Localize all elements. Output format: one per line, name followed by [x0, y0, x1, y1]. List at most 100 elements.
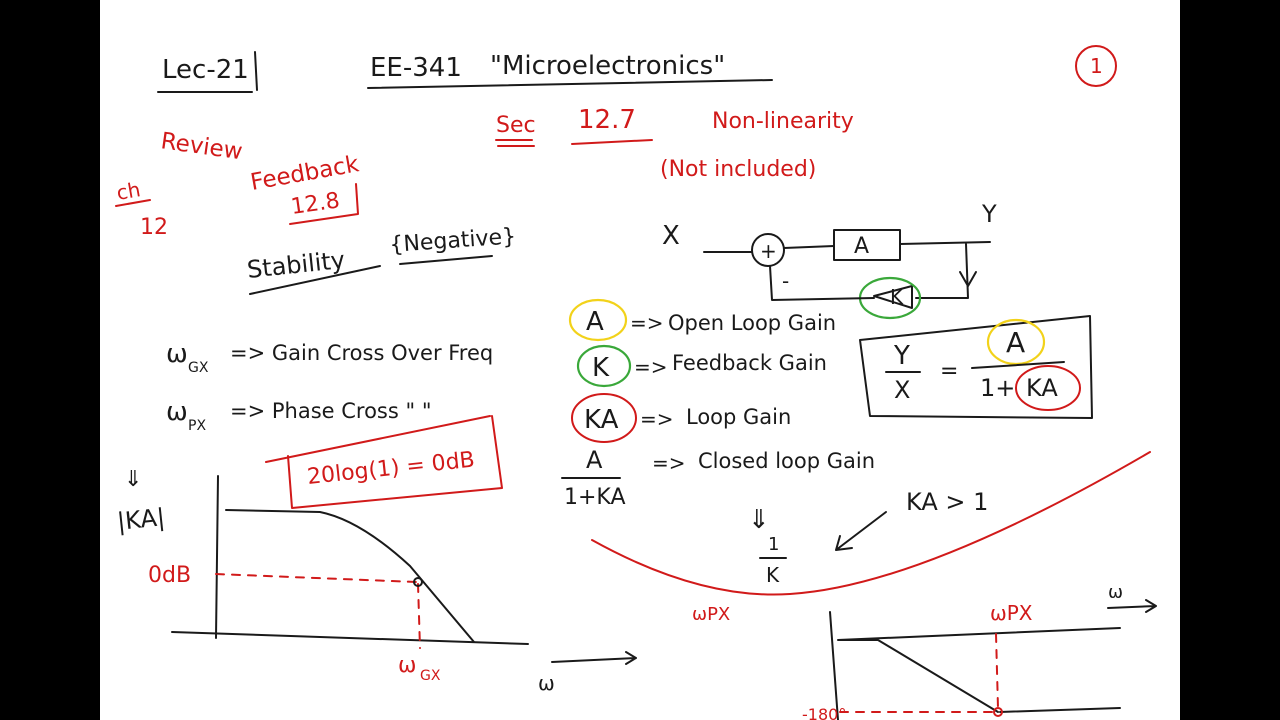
whiteboard-page: Lec-21 EE-341 "Microelectronics" 1 Revie…: [100, 0, 1180, 720]
output-signal-y: Y: [981, 200, 997, 228]
negative-label: {Negative}: [389, 224, 517, 258]
gain-crossover-point: [413, 577, 423, 587]
section-prefix-underline: [495, 139, 535, 147]
definition-a-symbol: A: [586, 307, 604, 337]
definition-a-meaning: Open Loop Gain: [668, 311, 836, 335]
closed-loop-numerator: A: [586, 446, 603, 474]
stability-underline: [249, 265, 381, 295]
forward-gain-label: A: [854, 234, 869, 259]
closed-loop-arrow: =>: [652, 451, 686, 475]
eq-rhs-a-yellow-circle: [986, 318, 1046, 366]
phase-crossover-point: [993, 707, 1003, 717]
lecture-underline: [157, 51, 258, 93]
eq-rhs-numerator: A: [1006, 326, 1025, 359]
phase-crossover-subscript: PX: [188, 418, 206, 434]
magnitude-down-arrow: ⇓: [124, 467, 142, 492]
eq-equals: =: [940, 359, 958, 384]
definition-ka-red-circle: [571, 393, 637, 443]
eq-rhs-den-prefix: 1+: [980, 374, 1015, 402]
definition-k-arrow: =>: [634, 355, 668, 379]
magnitude-x-axis: [171, 631, 529, 645]
phase-crossover-omega: ω: [166, 397, 188, 427]
definition-a-arrow: =>: [630, 311, 664, 335]
phase-x-axis-arrow: [1107, 599, 1157, 613]
header-underline: [367, 79, 773, 89]
magnitude-x-axis-label: ω: [538, 671, 555, 695]
forward-wire-1: [783, 245, 835, 249]
summer-plus: +: [760, 239, 777, 263]
feedback-label: Feedback: [249, 151, 362, 196]
definition-k-symbol: K: [592, 353, 610, 383]
section-prefix: Sec: [496, 113, 536, 138]
minus-180-label: -180°: [802, 705, 846, 720]
gain-crossover-subscript: GX: [188, 360, 209, 376]
summer-minus: -: [782, 269, 789, 293]
eq-rhs-den-ka: KA: [1026, 374, 1058, 402]
feedback-gain-block: [873, 285, 913, 309]
definition-ka-symbol: KA: [584, 405, 619, 435]
definition-ka-meaning: Loop Gain: [686, 405, 791, 429]
gain-crossover-marker-sub: GX: [420, 668, 441, 684]
definition-ka-arrow: =>: [640, 407, 674, 431]
lecture-number: Lec-21: [162, 55, 249, 85]
course-title: "Microelectronics": [490, 51, 725, 81]
condition-arrow: [835, 511, 887, 551]
phase-curve: [839, 639, 999, 713]
definition-k-green-circle: [576, 344, 632, 388]
feedback-arrowhead: [959, 271, 977, 287]
phase-crossover-dashed-line: [995, 633, 999, 709]
phase-crossover-marker: ωPX: [990, 601, 1033, 625]
approx-denominator: K: [766, 563, 780, 587]
definition-open-loop: A => Open Loop Gain: [568, 298, 836, 342]
review-label: Review: [159, 128, 244, 165]
forward-wire-2: [899, 241, 991, 245]
condition-equation: 20log(1) = 0dB: [306, 448, 476, 490]
summing-junction: [751, 233, 785, 267]
gain-crossover-marker: ω: [398, 653, 416, 678]
definition-a-yellow-circle: [568, 298, 628, 342]
chapter-fraction-line: [115, 199, 151, 207]
feedback-wire-right: [915, 243, 969, 299]
definition-k-meaning: Feedback Gain: [672, 351, 827, 375]
approximation-red-curve: [591, 451, 1151, 596]
feedback-section: 12.8: [289, 188, 341, 220]
section-number: 12.7: [578, 105, 636, 135]
gain-crossover-omega: ω: [166, 339, 188, 369]
zero-db-label: 0dB: [148, 563, 191, 588]
gain-crossover-text: => Gain Cross Over Freq: [230, 341, 493, 365]
definition-loop: KA => Loop Gain: [571, 393, 791, 443]
magnitude-y-axis: [215, 475, 219, 639]
input-signal-x: X: [662, 221, 680, 251]
magnitude-curve: [225, 509, 475, 643]
definition-feedback: K => Feedback Gain: [576, 344, 827, 388]
page-number: 1: [1090, 54, 1103, 78]
phase-x-axis-label: ω: [1108, 582, 1123, 603]
equation-box: [859, 315, 1093, 419]
phase-y-axis: [829, 611, 839, 720]
section-note: (Not included): [660, 157, 816, 182]
feedback-underline: [289, 183, 359, 225]
section-number-underline: [571, 139, 653, 145]
approx-numerator: 1: [768, 534, 779, 555]
zero-db-dashed-line: [215, 573, 417, 583]
condition-red-box: [265, 415, 503, 509]
eq-lhs-numerator: Y: [893, 341, 910, 371]
course-code: EE-341: [370, 53, 462, 83]
section-topic: Non-linearity: [712, 109, 854, 134]
chapter-number: 12: [140, 215, 168, 240]
implies-arrow: ⇓: [748, 505, 770, 535]
closed-loop-meaning: Closed loop Gain: [698, 449, 875, 473]
magnitude-y-label: |KA|: [116, 503, 167, 536]
phase-zero-line: [837, 627, 1121, 641]
handwritten-notes: Lec-21 EE-341 "Microelectronics" 1 Revie…: [115, 45, 1157, 720]
eq-lhs-denominator: X: [894, 376, 910, 404]
gain-crossover-dashed-line: [417, 583, 421, 649]
stability-label: Stability: [246, 246, 347, 284]
phase-minus-180-line: [999, 707, 1121, 713]
closed-loop-denominator: 1+KA: [564, 485, 626, 510]
feedback-wire-left: [769, 265, 875, 301]
eq-rhs-fraction-line: [971, 361, 1065, 369]
negative-underline: [399, 255, 493, 265]
chapter-prefix: ch: [115, 177, 142, 205]
phase-left-label: ωPX: [692, 604, 730, 625]
